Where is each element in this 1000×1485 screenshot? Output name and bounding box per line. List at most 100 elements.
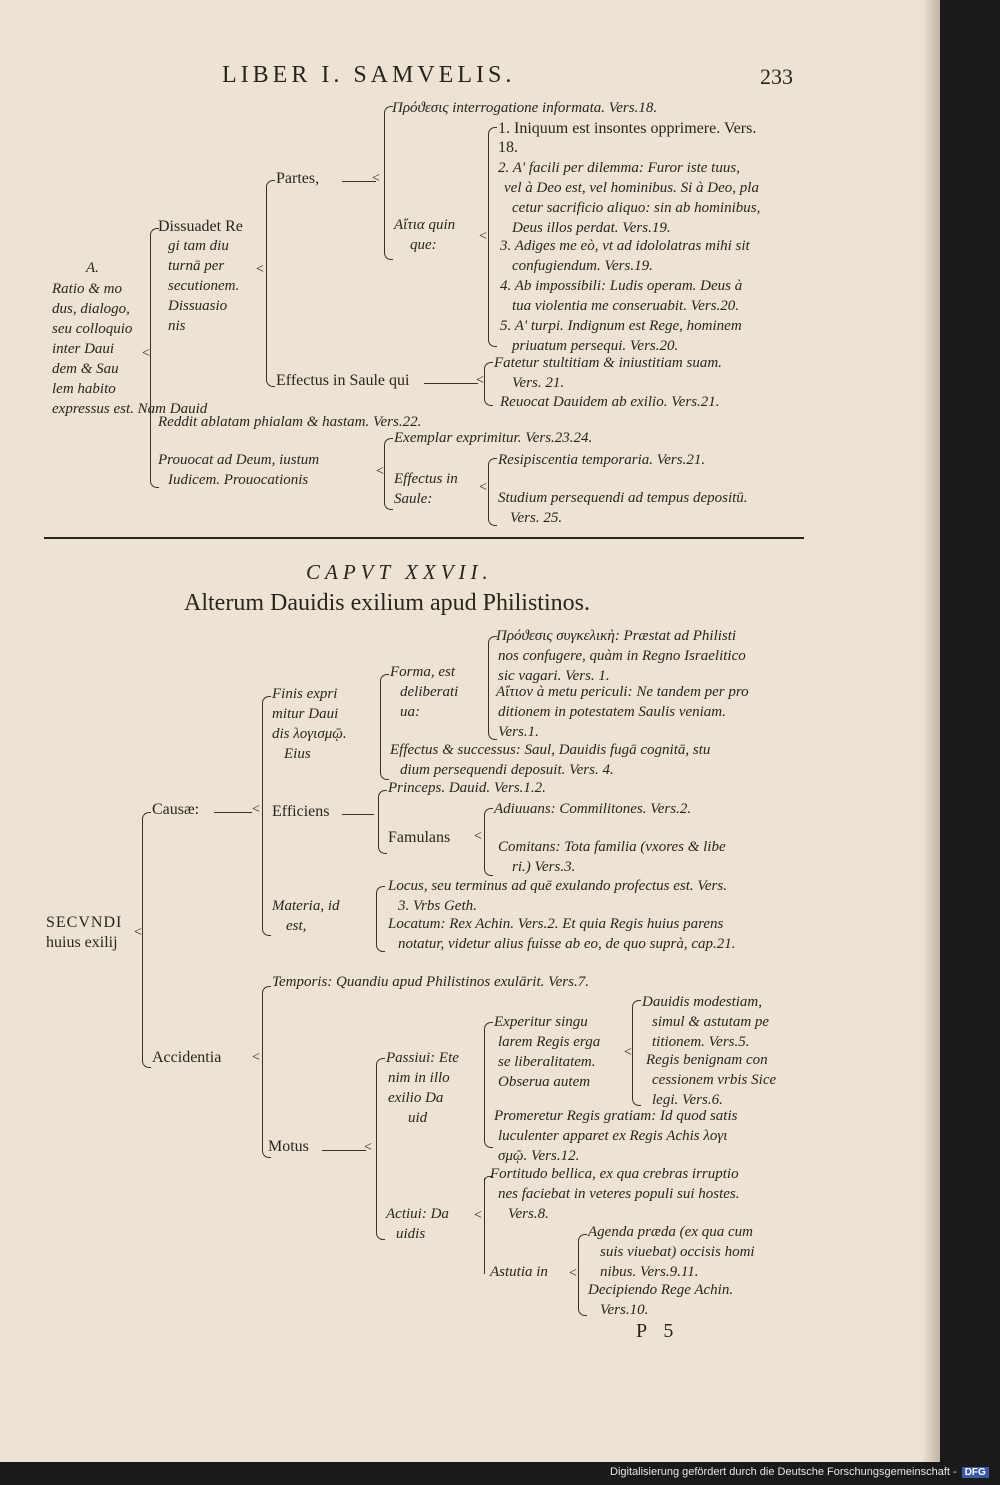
locus-line: 3. Vrbs Geth.: [398, 898, 477, 914]
cause-3: 3. Adiges me eò, vt ad idololatras mihi …: [500, 238, 750, 254]
brace-point: <: [569, 1266, 577, 1281]
reddit-line: Reddit ablatam phialam & hastam. Vers.22…: [158, 414, 422, 430]
experitur-line: Obserua autem: [498, 1074, 591, 1090]
cause-1: 18.: [498, 139, 518, 156]
cause-3: confugiendum. Vers.19.: [512, 258, 653, 274]
finis-line: Finis expri: [272, 686, 338, 702]
connector: [342, 814, 374, 815]
dissuadet-line: turnā per: [168, 258, 225, 274]
studium-line: Studium persequendi ad tempus depositū.: [498, 490, 748, 506]
passiui-line: uid: [408, 1110, 428, 1126]
effectus-saule: Effectus in Saule qui: [276, 372, 410, 389]
prosis2-line: sic vagari. Vers. 1.: [498, 668, 610, 684]
effectus-successus-line: dium persequendi deposuit. Vers. 4.: [400, 762, 614, 778]
brace-partes: [384, 106, 393, 260]
dauidis-modestiam-line: titionem. Vers.5.: [652, 1034, 750, 1050]
fortitudo-line: nes faciebat in veteres populi sui hoste…: [498, 1186, 740, 1202]
brace-point: <: [252, 1050, 260, 1065]
prosis-line: Πρόϑεσις interrogatione informata. Vers.…: [392, 100, 658, 116]
brace-point: <: [476, 373, 484, 388]
cause-1: 1. Iniquum est insontes opprimere. Vers.: [498, 120, 757, 137]
dissuadet-line: secutionem.: [168, 278, 240, 294]
brace-point: <: [474, 1208, 482, 1223]
finis-line: Eius: [284, 746, 311, 762]
brace-point: <: [474, 829, 482, 844]
actiui-line: uidis: [396, 1226, 426, 1242]
effectus-in-saule-2: Saule:: [394, 491, 433, 507]
brace-accidentia: [262, 986, 271, 1158]
brace-point: <: [134, 925, 142, 940]
root-a-line: dem & Sau: [52, 361, 119, 377]
digitization-credit: Digitalisierung gefördert durch die Deut…: [610, 1466, 989, 1478]
dfg-logo: DFG: [961, 1467, 989, 1478]
experitur-line: se liberalitatem.: [498, 1054, 596, 1070]
materia-line: Materia, id: [272, 898, 340, 914]
dissuadet-line: nis: [168, 318, 186, 334]
root-a-line: dus, dialogo,: [52, 301, 130, 317]
agenda-line: nibus. Vers.9.11.: [600, 1264, 699, 1280]
dauidis-modestiam-line: Dauidis modestiam,: [642, 994, 762, 1010]
brace-point: <: [479, 229, 487, 244]
cause-2: Deus illos perdat. Vers.19.: [512, 220, 671, 236]
dissuadet-line: Dissuasio: [168, 298, 228, 314]
famulans-label: Famulans: [388, 829, 451, 846]
signature-mark: P 5: [636, 1320, 680, 1342]
brace-forma: [488, 636, 497, 740]
efficiens-label: Efficiens: [272, 803, 330, 820]
reuocat-line: Reuocat Dauidem ab exilio. Vers.21.: [500, 394, 720, 410]
comitans-line: ri.) Vers.3.: [512, 859, 576, 875]
fatetur-line: Fatetur stultitiam & iniustitiam suam.: [494, 355, 722, 371]
brace-point: <: [372, 171, 380, 186]
finis-line: mitur Daui: [272, 706, 339, 722]
passiui-line: exilio Da: [388, 1090, 444, 1106]
connector: [342, 181, 376, 182]
prouocat-line: Prouocat ad Deum, iustum: [158, 452, 320, 468]
brace-effectus: [484, 362, 493, 406]
brace-astutia: [578, 1234, 587, 1316]
comitans-line: Comitans: Tota familia (vxores & libe: [498, 839, 726, 855]
brace-point: <: [376, 464, 384, 479]
aitia-line: Αἴτια quin: [394, 217, 456, 233]
locatum-line: notatur, videtur alius fuisse ab eo, de …: [398, 936, 736, 952]
credit-text: Digitalisierung gefördert durch die Deut…: [610, 1466, 957, 1478]
brace-famulans: [484, 808, 493, 876]
motus-label: Motus: [268, 1138, 309, 1155]
brace-point: <: [364, 1140, 372, 1155]
passiui-line: Passiui: Ete: [386, 1050, 459, 1066]
experitur-line: Experitur singu: [494, 1014, 588, 1030]
agenda-line: suis viuebat) occisis homi: [600, 1244, 755, 1260]
cause-2: 2. A' facili per dilemma: Furor iste tuu…: [498, 160, 740, 176]
aition-line: Αἴτιον à metu periculi: Ne tandem per pr…: [496, 684, 749, 700]
cause-4: tua violentia me conseruabit. Vers.20.: [512, 298, 740, 314]
locatum-line: Locatum: Rex Achin. Vers.2. Et quia Regi…: [388, 916, 724, 932]
dissuadet-line: Dissuadet Re: [158, 218, 243, 235]
regis-benignam-line: legi. Vers.6.: [652, 1092, 723, 1108]
passiui-line: nim in illo: [388, 1070, 450, 1086]
brace-passiui: [484, 1022, 493, 1148]
aition-line: Vers.1.: [498, 724, 539, 740]
brace-point: <: [624, 1045, 632, 1060]
prosis2-line: nos confugere, quàm in Regno Israelitico: [498, 648, 746, 664]
locus-line: Locus, seu terminus ad quē exulando prof…: [388, 878, 727, 894]
dissuadet-line: gi tam diu: [168, 238, 229, 254]
aitia-line: que:: [410, 237, 437, 253]
brace-materia: [376, 886, 385, 952]
root-a-label: A.: [86, 260, 99, 276]
chapter-title: Alterum Dauidis exilium apud Philistinos…: [184, 590, 590, 616]
running-title: LIBER I. SAMVELIS.: [222, 62, 516, 88]
princeps-line: Princeps. Dauid. Vers.1.2.: [388, 780, 546, 796]
connector: [322, 1150, 366, 1151]
connector: [424, 383, 478, 384]
brace-prouocat: [384, 438, 393, 510]
cause-5: 5. A' turpi. Indignum est Rege, hominem: [500, 318, 742, 334]
book-page: LIBER I. SAMVELIS. 233 A. Ratio & mo dus…: [0, 0, 940, 1462]
dauidis-modestiam-line: simul & astutam pe: [652, 1014, 770, 1030]
root-b-line: huius exilij: [46, 934, 118, 951]
experitur-line: larem Regis erga: [498, 1034, 601, 1050]
adiuuans-line: Adiuuans: Commilitones. Vers.2.: [494, 801, 692, 817]
astutia-label: Astutia in: [490, 1264, 548, 1280]
promeretur-line: luculenter apparet ex Regis Achis λογι: [498, 1128, 728, 1144]
brace-causes: [488, 127, 497, 347]
fortitudo-line: Vers.8.: [508, 1206, 549, 1222]
materia-line: est,: [286, 918, 307, 934]
